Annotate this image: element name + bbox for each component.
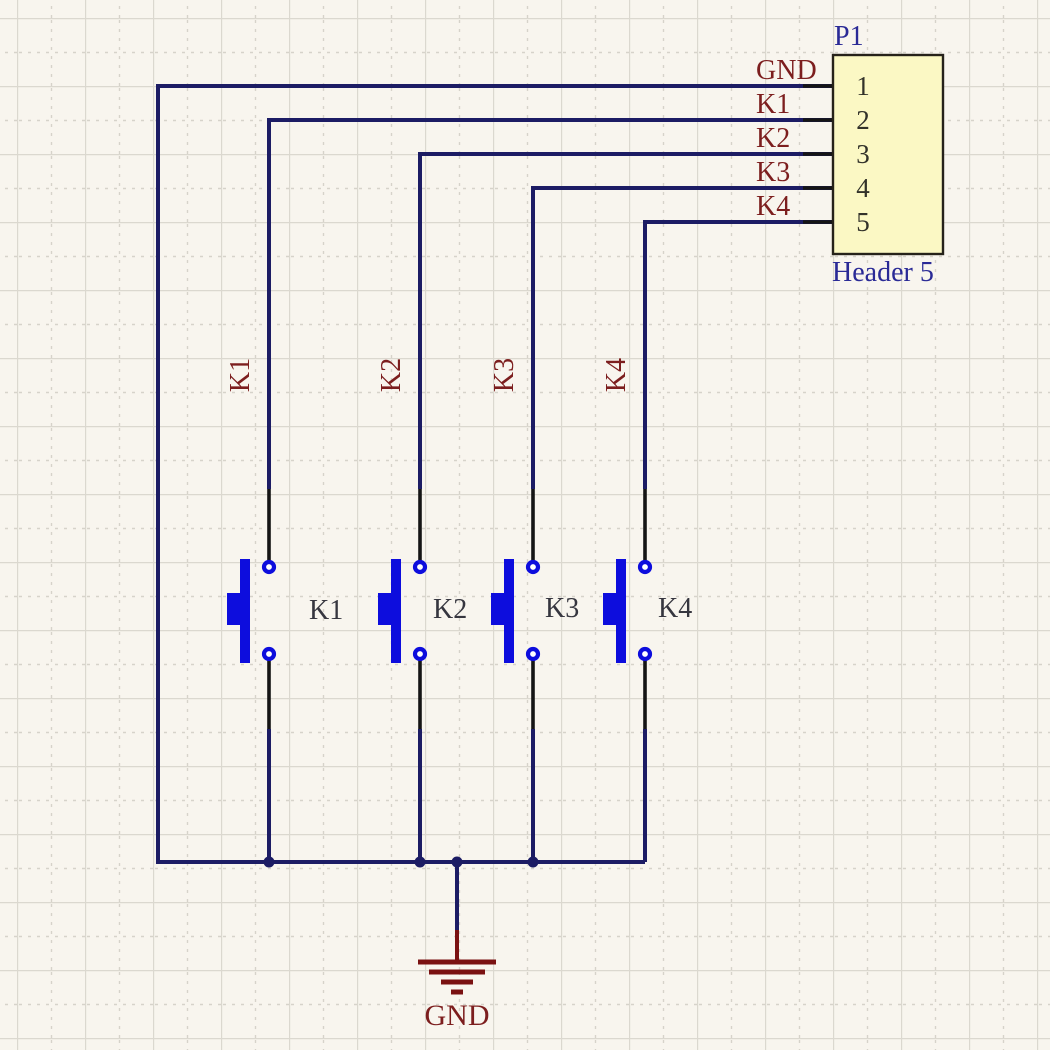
pin-number-1: 1 bbox=[856, 71, 870, 101]
connector-designator: P1 bbox=[834, 21, 864, 52]
button-bar bbox=[240, 559, 250, 663]
vertical-net-labels: K1 K2 K3 K4 bbox=[225, 358, 632, 392]
net-label-k3: K3 bbox=[756, 157, 790, 188]
button-contact-bottom bbox=[525, 646, 541, 662]
junction-dot bbox=[451, 856, 463, 868]
button-contact-bottom bbox=[261, 646, 277, 662]
junction-dot bbox=[527, 856, 539, 868]
component-pins bbox=[267, 84, 833, 729]
button-contact-top bbox=[412, 559, 428, 575]
button-contact-bottom bbox=[637, 646, 653, 662]
button-contact-top bbox=[637, 559, 653, 575]
connector-body bbox=[831, 53, 945, 256]
button-actuator bbox=[378, 593, 391, 625]
button-bar bbox=[616, 559, 626, 663]
connector-part-label: Header 5 bbox=[832, 257, 934, 288]
button-pin-stubs bbox=[267, 489, 647, 729]
wires bbox=[156, 84, 833, 932]
wire-k4-top bbox=[643, 220, 833, 489]
button-designator-k4: K4 bbox=[658, 593, 692, 624]
button-bar bbox=[504, 559, 514, 663]
junction-dot bbox=[263, 856, 275, 868]
button-contact-bottom bbox=[412, 646, 428, 662]
net-label-k4: K4 bbox=[756, 191, 790, 222]
pushbutton-k1: K1 bbox=[227, 559, 343, 663]
junction-dots bbox=[263, 856, 539, 868]
vertical-net-label-k1: K1 bbox=[225, 358, 256, 392]
wire-gnd-net bbox=[156, 84, 833, 864]
pin-number-3: 3 bbox=[856, 139, 870, 169]
vertical-net-label-k4: K4 bbox=[601, 358, 632, 392]
vertical-net-label-k2: K2 bbox=[376, 358, 407, 392]
button-designator-k1: K1 bbox=[309, 595, 343, 626]
net-label-k2: K2 bbox=[756, 123, 790, 154]
connector-p1: P1 Header 5 1 2 3 4 5 GND K1 K2 K3 K4 bbox=[756, 21, 945, 288]
net-label-k1: K1 bbox=[756, 89, 790, 120]
button-actuator bbox=[491, 593, 504, 625]
junction-dot bbox=[414, 856, 426, 868]
button-actuator bbox=[603, 593, 616, 625]
pushbutton-k3: K3 bbox=[491, 559, 579, 663]
net-label-gnd: GND bbox=[756, 55, 817, 86]
button-designator-k3: K3 bbox=[545, 593, 579, 624]
wire-k3-top bbox=[531, 186, 833, 489]
pushbutton-k4: K4 bbox=[603, 559, 692, 663]
header-pin-stubs bbox=[803, 84, 833, 224]
ground-symbol: GND bbox=[418, 930, 496, 1032]
button-contact-top bbox=[261, 559, 277, 575]
button-contact-top bbox=[525, 559, 541, 575]
pin-number-4: 4 bbox=[856, 173, 870, 203]
button-designator-k2: K2 bbox=[433, 594, 467, 625]
wire-k1-top bbox=[267, 118, 833, 489]
ground-label: GND bbox=[425, 999, 490, 1032]
ground-bars-icon bbox=[418, 959, 496, 995]
pin-number-5: 5 bbox=[856, 207, 870, 237]
wire-k2-top bbox=[418, 152, 833, 489]
button-bar bbox=[391, 559, 401, 663]
vertical-net-label-k3: K3 bbox=[489, 358, 520, 392]
button-actuator bbox=[227, 593, 240, 625]
pin-number-2: 2 bbox=[856, 105, 870, 135]
pushbutton-k2: K2 bbox=[378, 559, 467, 663]
